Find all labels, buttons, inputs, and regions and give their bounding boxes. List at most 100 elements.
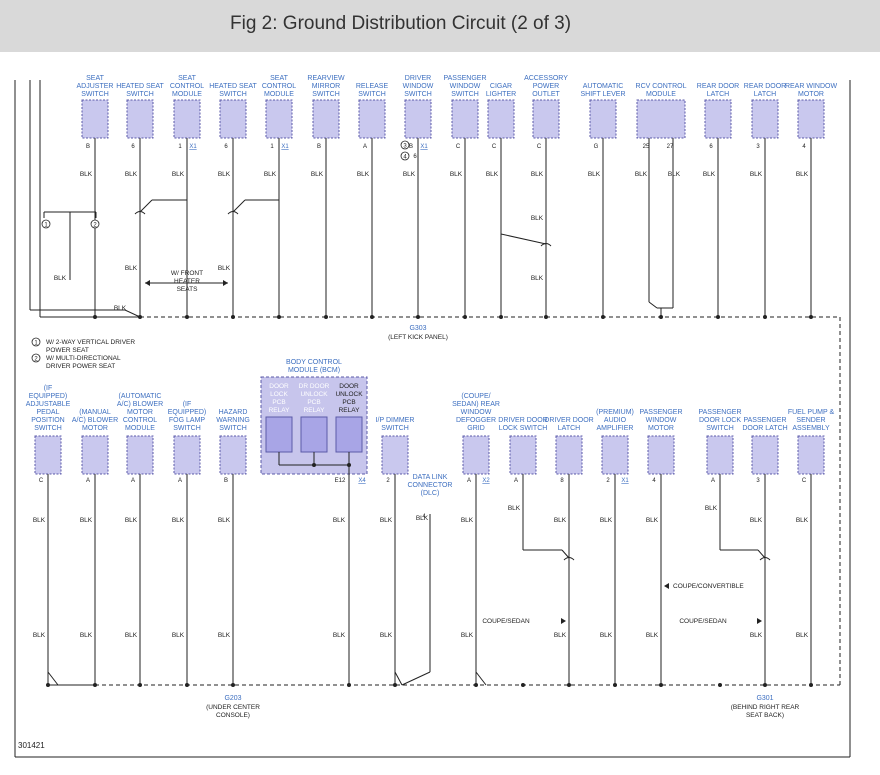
note-marker-1 (41, 219, 51, 229)
top-component-box (487, 99, 515, 139)
wire (47, 671, 59, 686)
pin-label: 3 (756, 144, 760, 150)
bcm-splice-dot (312, 463, 316, 467)
wire-color-label: BLK (796, 171, 809, 178)
relay-box (265, 416, 293, 453)
top-component-label: SWITCH (312, 91, 340, 98)
arrow-right (223, 280, 228, 286)
wire-color-label: BLK (600, 632, 613, 639)
note-text: DRIVER POWER SEAT (46, 363, 115, 370)
circle-marker-4-num: 4 (403, 155, 407, 161)
top-component-box (312, 99, 340, 139)
circle-marker-3 (400, 140, 410, 150)
top-component-box (589, 99, 617, 139)
bottom-component-label: FOG LAMP (169, 417, 206, 424)
wire-color-label: BLK (333, 632, 346, 639)
bottom-component-label: PEDAL (37, 409, 60, 416)
wire-color-label: BLK (380, 517, 393, 524)
top-component-box (532, 99, 560, 139)
bottom-component-label: DOOR LOCK (699, 417, 741, 424)
pin-label: G (594, 144, 599, 150)
top-component-label: MODULE (264, 91, 294, 98)
figure-id: 301421 (18, 741, 45, 750)
relay-label: PCB (272, 399, 285, 406)
relay-box (335, 416, 363, 453)
relay-label: PCB (307, 399, 320, 406)
ground-splice-dot (416, 315, 420, 319)
wire (500, 233, 547, 245)
bottom-component-box (126, 435, 154, 475)
note-legend-marker-num: 2 (34, 357, 38, 363)
wire-color-label: BLK (172, 632, 185, 639)
bottom-component-label: A/C) BLOWER (72, 417, 118, 424)
bottom-component-label: WINDOW (461, 409, 492, 416)
top-component-label: SWITCH (358, 91, 386, 98)
ground-splice-dot (613, 683, 617, 687)
heater-note: SEATS (177, 286, 198, 293)
ground-location: (BEHIND RIGHT REAR (731, 704, 800, 711)
note-legend-marker (31, 337, 41, 347)
top-component-box (81, 99, 109, 139)
bottom-component-box (706, 435, 734, 475)
figure-title: Fig 2: Ground Distribution Circuit (2 of… (230, 13, 572, 34)
relay-label: LOCK (270, 391, 288, 398)
top-component-label: LATCH (754, 91, 776, 98)
top-component-label: SWITCH (451, 91, 479, 98)
top-component-label: MOTOR (798, 91, 824, 98)
connector-label: X1 (281, 144, 289, 150)
bottom-component-label: SWITCH (706, 425, 734, 432)
bottom-component-box (219, 435, 247, 475)
wire-color-label: BLK (80, 517, 93, 524)
top-component-label: ADJUSTER (77, 83, 114, 90)
pin-label: E12 (335, 478, 346, 484)
wire-color-label: BLK (531, 215, 544, 222)
splice-curve (759, 557, 771, 561)
wire (475, 671, 487, 686)
pin-label: C (492, 144, 497, 150)
bottom-component-label: SWITCH (219, 425, 247, 432)
circle-marker-4 (400, 151, 410, 161)
wire-color-label: BLK (668, 171, 681, 178)
splice-curve (134, 211, 146, 215)
wire-color-label: BLK (218, 171, 231, 178)
pin-label: C (39, 478, 44, 484)
bottom-component-label: (AUTOMATIC (119, 393, 162, 400)
wire-color-label: BLK (450, 171, 463, 178)
splice-curve (227, 211, 239, 215)
pin-label: 4 (652, 478, 656, 484)
top-component-box (704, 99, 732, 139)
top-component-box (358, 99, 386, 139)
pin-label: 25 (643, 144, 650, 150)
top-component-label: WINDOW (403, 83, 434, 90)
ground-splice-dot (138, 683, 142, 687)
bottom-component-box (797, 435, 825, 475)
pin-label: 3 (756, 478, 760, 484)
ground-splice-dot (463, 315, 467, 319)
wire-color-label: BLK (380, 632, 393, 639)
bottom-component-label: GRID (467, 425, 485, 432)
top-component-label: REAR WINDOW (785, 83, 838, 90)
note-legend-marker-num: 1 (34, 341, 38, 347)
coupe-sedan-note: COUPE/SEDAN (679, 618, 727, 625)
wire (124, 309, 141, 318)
bottom-component-box (509, 435, 537, 475)
wire-color-label: BLK (125, 171, 138, 178)
top-component-label: PASSENGER (443, 75, 486, 82)
pin-label: B (409, 144, 413, 150)
wire-color-label: BLK (54, 275, 67, 282)
pin-label: A (467, 478, 471, 484)
top-component-label: SWITCH (126, 91, 154, 98)
wire-color-label: BLK (796, 517, 809, 524)
pin-label: A (86, 478, 90, 484)
wire-color-label: BLK (486, 171, 499, 178)
wire-color-label: BLK (125, 632, 138, 639)
ground-splice-dot (185, 315, 189, 319)
bottom-component-label: SWITCH (34, 425, 62, 432)
bottom-component-label: AMPLIFIER (597, 425, 634, 432)
wire-color-label: BLK (33, 632, 46, 639)
connector-label: X4 (358, 478, 366, 484)
relay-label: UNLOCK (300, 391, 328, 398)
wire-color-label: BLK (554, 632, 567, 639)
note-marker-2-num: 2 (93, 223, 97, 229)
wire-color-label: BLK (461, 632, 474, 639)
